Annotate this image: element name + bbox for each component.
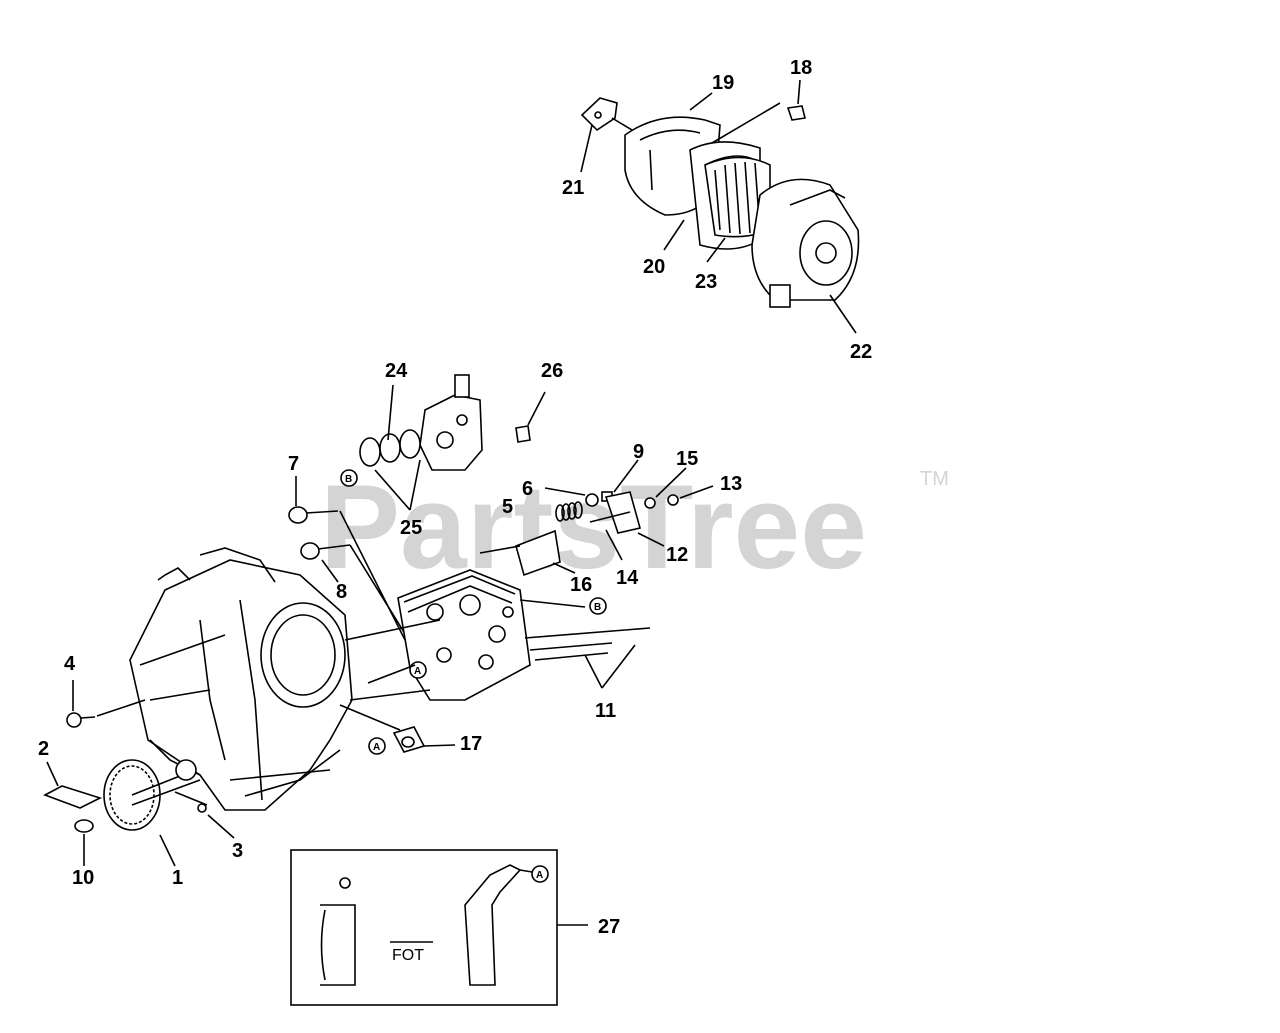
svg-text:A: A (536, 870, 543, 881)
bolt-4 (66, 680, 146, 728)
callout-7: 7 (288, 453, 299, 475)
callout-23: 23 (695, 271, 717, 293)
guide-plate-16 (515, 529, 561, 577)
spacer-gasket-25a (359, 437, 381, 467)
callout-25: 25 (400, 517, 422, 539)
pushrod-7-head (288, 506, 308, 524)
spacer-gasket-25b (379, 433, 401, 463)
inset-27-box: A FOT (290, 849, 588, 1006)
callout-24: 24 (385, 360, 408, 382)
watermark-tm: TM (920, 468, 949, 490)
svg-text:B: B (594, 602, 601, 613)
camshaft-assembly (43, 759, 235, 867)
clip-26 (515, 425, 531, 443)
callout-12: 12 (666, 544, 688, 566)
cylinder-bore (260, 602, 346, 708)
svg-text:B: B (345, 474, 352, 485)
cylinder-head: A B (397, 569, 607, 701)
callout-labels: 1234567891011121314151617181920212223242… (38, 57, 872, 938)
callout-22: 22 (850, 341, 872, 363)
spring-5 (555, 501, 583, 522)
push-rods (288, 476, 416, 651)
wing-nut-18 (786, 105, 806, 121)
ball-3 (197, 803, 207, 813)
callout-1: 1 (172, 867, 183, 889)
callout-17: 17 (460, 733, 482, 755)
inset-label: FOT (392, 947, 424, 964)
head-bolts-11 (524, 627, 651, 689)
ref-b-marker-head (589, 597, 607, 615)
cover-tab (769, 284, 791, 308)
callout-4: 4 (64, 653, 76, 675)
rocker-stud-14 (589, 511, 631, 523)
callout-9: 9 (633, 441, 644, 463)
callout-8: 8 (336, 581, 347, 603)
carburetor-lever (454, 374, 470, 398)
callout-26: 26 (541, 360, 563, 382)
callout-2: 2 (38, 738, 49, 760)
pleated-filter-23 (704, 156, 771, 238)
callout-6: 6 (522, 478, 533, 500)
callout-20: 20 (643, 256, 665, 278)
valve-train-parts (479, 459, 714, 577)
gasket-21 (580, 97, 618, 132)
callout-18: 18 (790, 57, 812, 79)
ring-10 (74, 819, 94, 833)
callout-3: 3 (232, 840, 243, 862)
svg-text:A: A (414, 666, 421, 677)
carburetor-assembly: B (340, 374, 483, 511)
callout-15: 15 (676, 448, 698, 470)
nut-13 (667, 494, 679, 506)
callout-14: 14 (616, 567, 639, 589)
lever-2 (43, 785, 103, 809)
callout-10: 10 (72, 867, 94, 889)
watermark: PartsTree (320, 460, 867, 594)
callout-16: 16 (570, 574, 592, 596)
callout-19: 19 (712, 72, 734, 94)
air-cleaner-assembly (580, 79, 860, 334)
callout-21: 21 (562, 177, 584, 199)
ref-b-marker (340, 469, 358, 487)
svg-text:A: A (373, 742, 380, 753)
callout-27: 27 (598, 916, 620, 938)
callout-5: 5 (502, 496, 513, 518)
pushrod-8-head (300, 542, 320, 560)
nut-15 (644, 497, 656, 509)
rocker-arm-12 (604, 491, 641, 534)
inset-frame (290, 849, 558, 1006)
retainer-6 (585, 493, 599, 507)
gasket-17: A (339, 664, 456, 755)
callout-13: 13 (720, 473, 742, 495)
spacer-gasket-25c (399, 429, 421, 459)
callout-11: 11 (595, 700, 616, 722)
carburetor-24 (419, 394, 483, 471)
